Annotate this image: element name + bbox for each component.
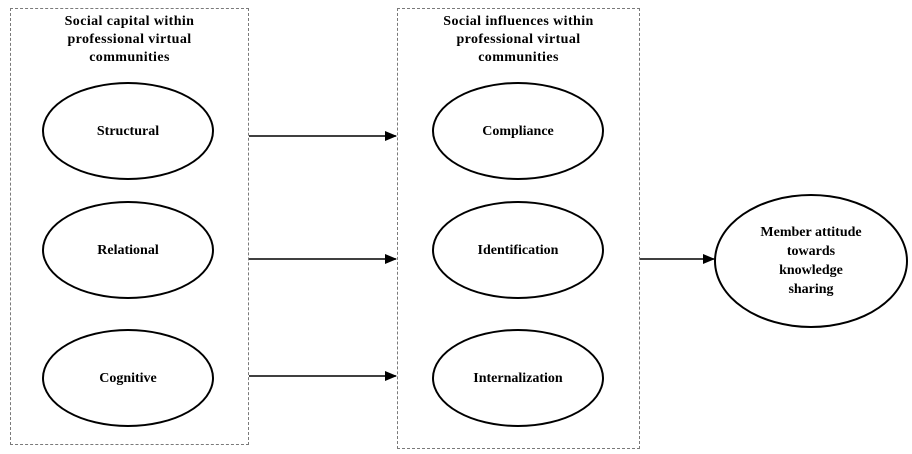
identification-node: Identification: [432, 201, 604, 299]
relational-node: Relational: [42, 201, 214, 299]
identification-label: Identification: [477, 242, 559, 258]
social-influences-title-line-3: communities: [478, 50, 559, 65]
social-influences-title-line-2: professional virtual: [456, 32, 581, 47]
member-attitude-line-3: knowledge: [779, 263, 843, 278]
cognitive-node: Cognitive: [42, 329, 214, 427]
social-influences-title-line-1: Social influences within: [443, 14, 594, 29]
structural-label: Structural: [96, 123, 160, 139]
relational-label: Relational: [97, 242, 159, 258]
social-influences-title: Social influences within professional vi…: [397, 13, 640, 67]
compliance-node: Compliance: [432, 82, 604, 180]
structural-node: Structural: [42, 82, 214, 180]
social-capital-title-line-3: communities: [89, 50, 170, 65]
social-capital-title-line-2: professional virtual: [67, 32, 192, 47]
compliance-label: Compliance: [482, 123, 554, 139]
social-capital-title-line-1: Social capital within: [64, 14, 195, 29]
member-attitude-label: Member attitude towards knowledge sharin…: [760, 223, 861, 299]
cognitive-label: Cognitive: [99, 370, 157, 386]
social-influences-group: [397, 8, 640, 449]
member-attitude-line-4: sharing: [788, 282, 834, 297]
social-capital-group: [10, 8, 249, 445]
social-capital-title: Social capital within professional virtu…: [10, 13, 249, 67]
member-attitude-line-1: Member attitude: [760, 225, 862, 240]
member-attitude-line-2: towards: [786, 244, 836, 259]
internalization-label: Internalization: [473, 370, 563, 386]
member-attitude-node: Member attitude towards knowledge sharin…: [714, 194, 908, 328]
internalization-node: Internalization: [432, 329, 604, 427]
